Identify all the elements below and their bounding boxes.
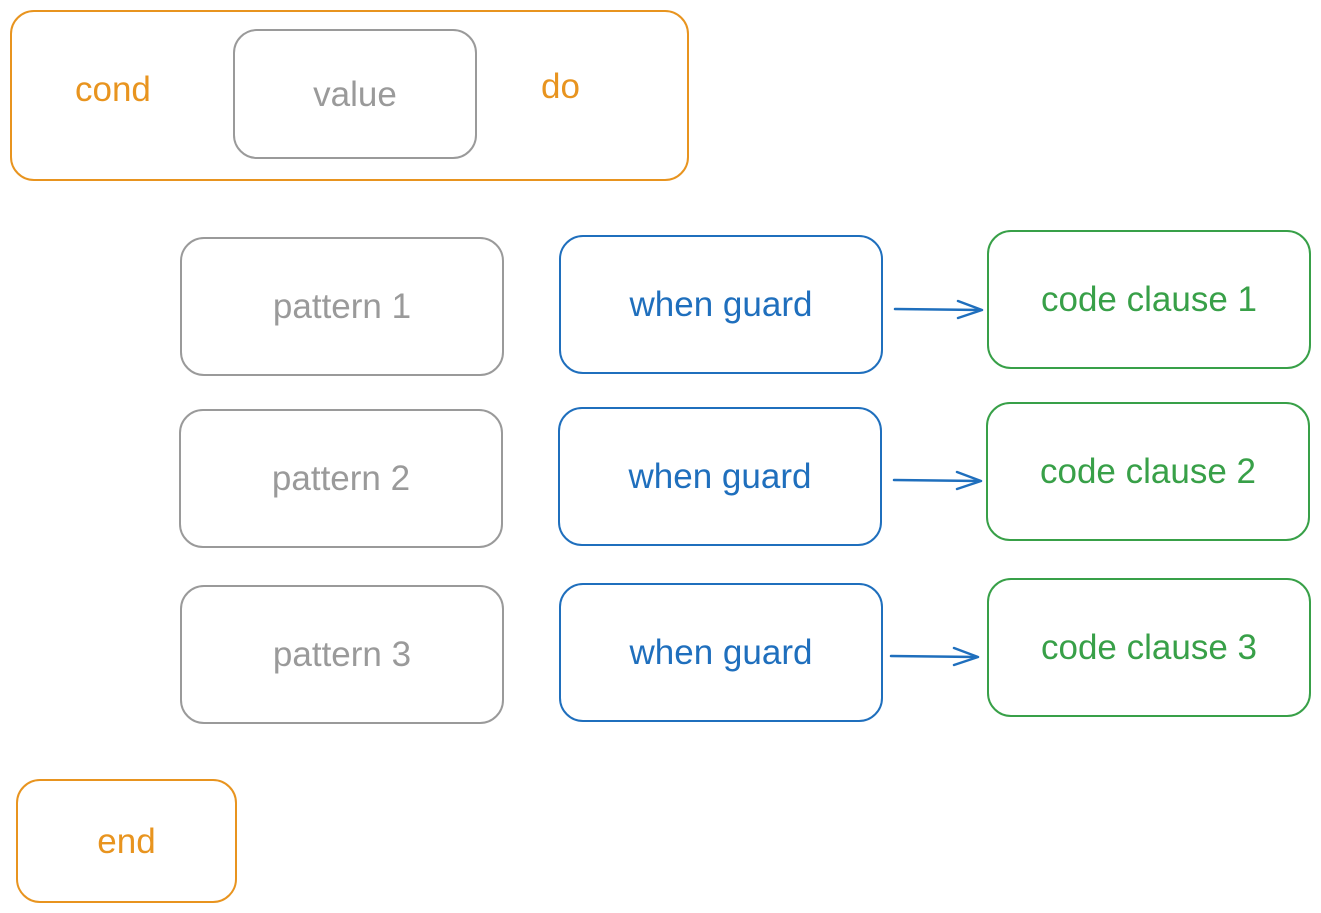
guard-box-2: when guard (558, 407, 882, 546)
value-box: value (233, 29, 477, 159)
do-keyword: do (541, 67, 580, 106)
cond-keyword: cond (75, 70, 151, 109)
code-clause-box-3: code clause 3 (987, 578, 1311, 717)
cond-block (10, 10, 689, 181)
guard-box-3: when guard (559, 583, 883, 722)
end-box: end (16, 779, 237, 903)
code-clause-box-2: code clause 2 (986, 402, 1310, 541)
pattern-box-2: pattern 2 (179, 409, 503, 548)
arrow-2 (892, 470, 983, 491)
pattern-box-3: pattern 3 (180, 585, 504, 724)
guard-box-1: when guard (559, 235, 883, 374)
code-clause-box-1: code clause 1 (987, 230, 1311, 369)
arrow-3 (889, 646, 980, 667)
arrow-1 (893, 299, 984, 320)
pattern-box-1: pattern 1 (180, 237, 504, 376)
